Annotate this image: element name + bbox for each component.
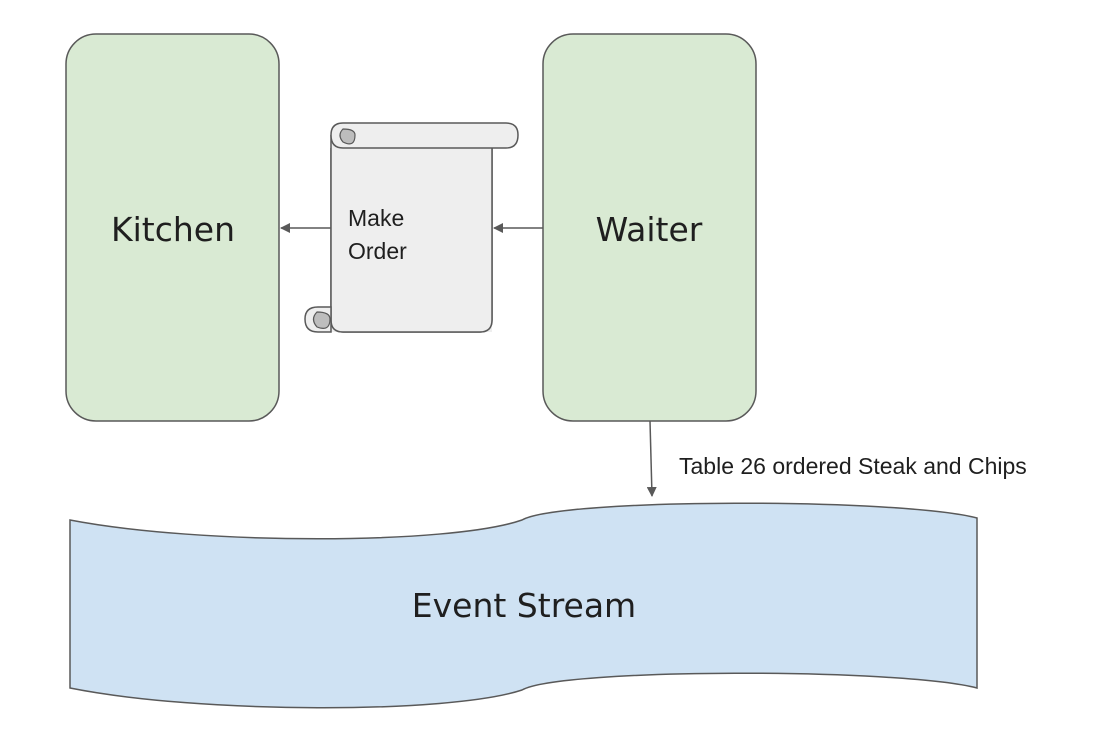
scroll-bottom-curl [312,311,331,329]
scroll-top-roll [330,122,519,149]
waiter-label: Waiter [596,210,703,249]
make-order-label-line2: Order [348,238,407,264]
scroll-body-fill [331,148,492,332]
scroll-top-curl [339,128,356,145]
kitchen-label: Kitchen [111,210,235,249]
kitchen-node[interactable]: Kitchen [65,33,280,422]
waiter-to-stream-label: Table 26 ordered Steak and Chips [679,453,1027,479]
event-stream-node[interactable]: Event Stream [69,502,978,709]
waiter-node[interactable]: Waiter [542,33,757,422]
arrow-waiter-to-stream [646,420,657,497]
event-stream-shape [69,502,978,709]
kitchen-box [65,33,280,422]
make-order-label-line1: Make [348,205,404,231]
make-order-scroll[interactable]: Make Order [304,122,519,333]
event-stream-label: Event Stream [412,586,636,625]
